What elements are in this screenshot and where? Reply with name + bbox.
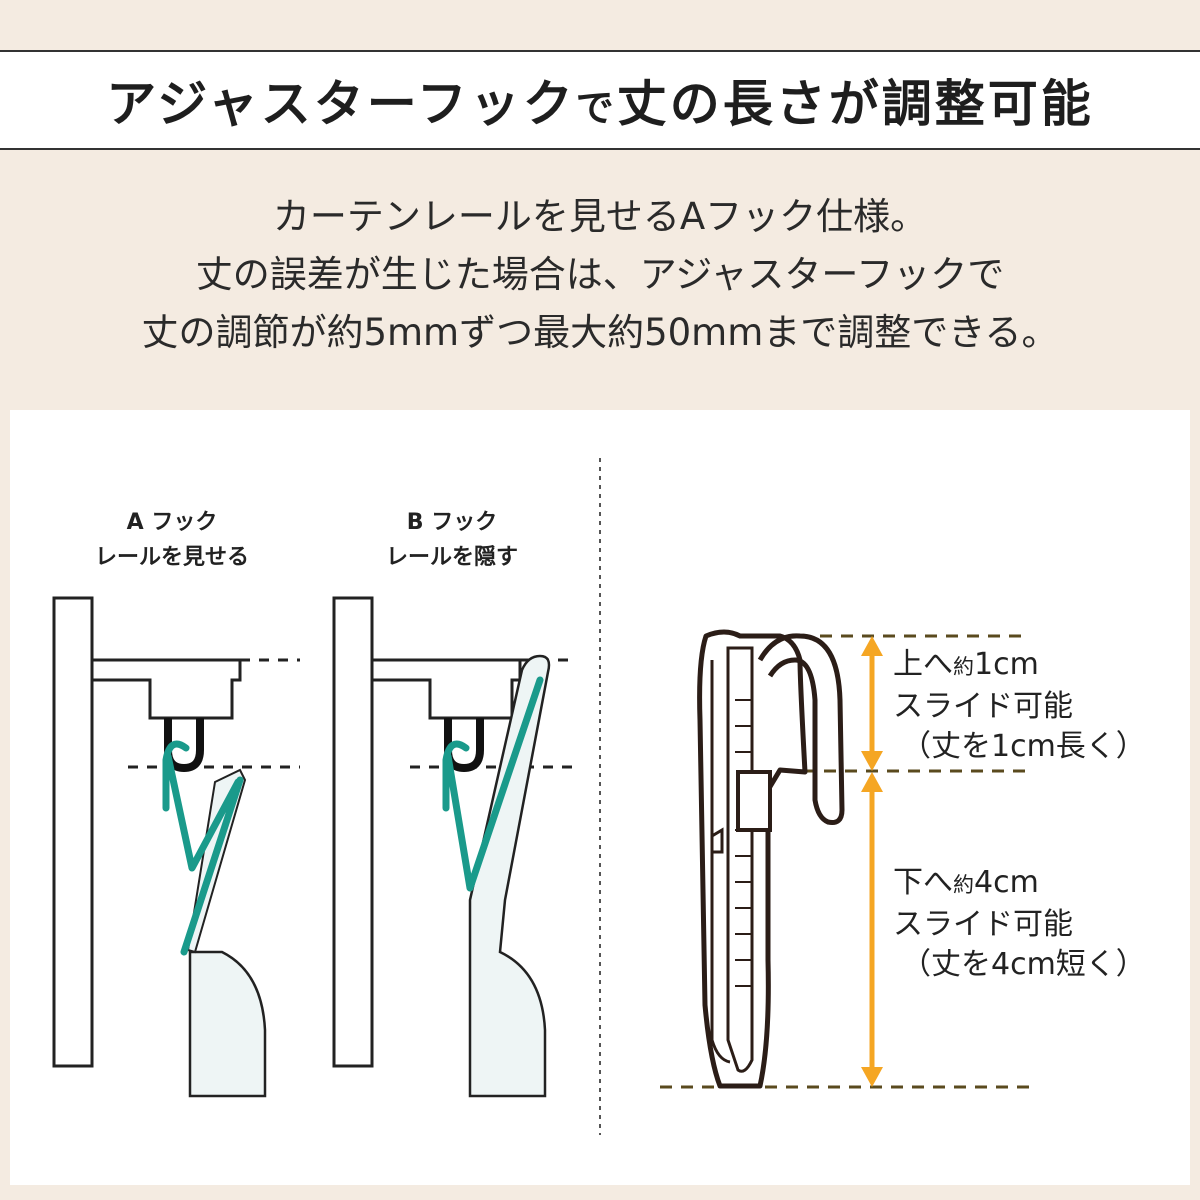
b-hook-sub: レールを隠す [385,545,518,570]
slide-down-amount: 4cm [974,865,1039,900]
adjuster-hook-diagram [660,629,1030,1089]
a-hook-sub: レールを見せる [94,545,249,570]
b-rail [370,658,522,720]
slide-up-amount: 1cm [974,647,1039,682]
adjuster-inner-slot [710,660,731,1064]
description-line-1: カーテンレールを見せるAフック仕様。 [272,195,928,238]
a-rail [90,658,242,720]
slide-up-approx: 約 [953,655,974,679]
a-hook-label: A フック レールを見せる [52,505,292,575]
up-arrow-head-bottom [861,751,883,771]
slide-up-effect: （丈を1cm長く） [901,729,1146,764]
slide-down-action: スライド可能 [893,907,1073,942]
adjuster-scale-strip [726,646,754,1073]
slide-down-approx: 約 [953,873,974,897]
title-band: アジャスターフックで丈の長さが調整可能 [0,50,1200,150]
slide-up-action: スライド可能 [893,689,1073,724]
a-hook-name: A フック [126,510,218,535]
a-teal-hook [162,740,244,956]
adjuster-slider [736,770,772,832]
description: カーテンレールを見せるAフック仕様。 丈の誤差が生じた場合は、アジャスターフック… [0,188,1200,362]
title-part-2: で [575,86,617,130]
down-arrow-head-top [861,772,883,792]
adjuster-scale-ticks [735,699,752,987]
a-wall [52,596,94,1068]
slide-down-label: 下へ約4cm スライド可能 （丈を4cm短く） [893,863,1146,985]
slide-down-effect: （丈を4cm短く） [901,947,1146,982]
slide-up-label: 上へ約1cm スライド可能 （丈を1cm長く） [893,645,1146,767]
up-arrow-head-top [861,636,883,656]
slide-arrows [861,636,883,1087]
page-title: アジャスターフックで丈の長さが調整可能 [106,64,1094,136]
a-hook-diagram [52,596,300,1098]
adjuster-tab [710,827,724,854]
slide-down-dir: 下へ [893,865,953,900]
title-part-1: アジャスターフック [106,75,576,133]
description-line-2: 丈の誤差が生じた場合は、アジャスターフックで [195,253,1005,296]
b-wall [332,596,374,1068]
slide-up-dir: 上へ [893,647,953,682]
b-hook-diagram [332,596,572,1098]
a-curtain [188,950,267,1098]
b-hook-label: B フック レールを隠す [332,505,572,575]
b-teal-hook [442,676,544,892]
b-hook-name: B フック [406,510,498,535]
b-curtain [468,654,551,1098]
description-line-3: 丈の調節が約5mmずつ最大約50mmまで調整できる。 [141,311,1059,354]
down-arrow-head-bottom [861,1067,883,1087]
title-part-3: 丈の長さが調整可能 [616,75,1094,133]
adjuster-hook-curve [757,633,845,825]
